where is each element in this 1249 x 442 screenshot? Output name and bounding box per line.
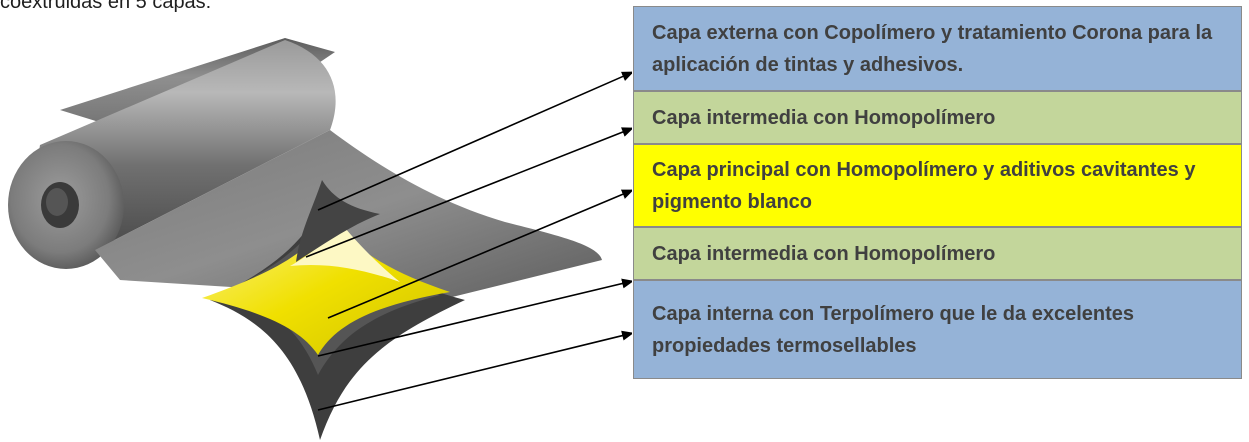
arrow-layer-2 bbox=[305, 127, 632, 258]
film-roll-illustration bbox=[8, 38, 632, 440]
layer-label-box-intermediate-bottom: Capa intermedia con Homopolímero bbox=[633, 227, 1242, 280]
layer-label-box-outer: Capa externa con Copolímero y tratamient… bbox=[633, 6, 1242, 91]
layer-label-intermediate-bottom: Capa intermedia con Homopolímero bbox=[652, 242, 996, 265]
arrow-layer-1 bbox=[317, 71, 632, 211]
layer-label-main: Capa principal con Homopolímero y aditiv… bbox=[652, 158, 1196, 213]
layer-intermediate-cream bbox=[290, 222, 400, 282]
arrow-layer-5 bbox=[317, 330, 632, 411]
layer-label-intermediate-top: Capa intermedia con Homopolímero bbox=[652, 106, 996, 129]
layer-main-yellow bbox=[202, 218, 450, 355]
layer-label-box-intermediate-top: Capa intermedia con Homopolímero bbox=[633, 91, 1242, 144]
layer-label-box-inner: Capa interna con Terpolímero que le da e… bbox=[633, 280, 1242, 379]
caption-text: coextruidas en 5 capas: bbox=[0, 0, 212, 13]
arrow-layer-4 bbox=[317, 278, 632, 357]
layer-outer-dark bbox=[296, 180, 380, 262]
layer-label-outer: Capa externa con Copolímero y tratamient… bbox=[652, 21, 1213, 76]
arrow-layer-3 bbox=[327, 189, 632, 319]
layer-label-inner: Capa interna con Terpolímero que le da e… bbox=[652, 302, 1135, 357]
layer-label-box-main: Capa principal con Homopolímero y aditiv… bbox=[633, 144, 1242, 227]
